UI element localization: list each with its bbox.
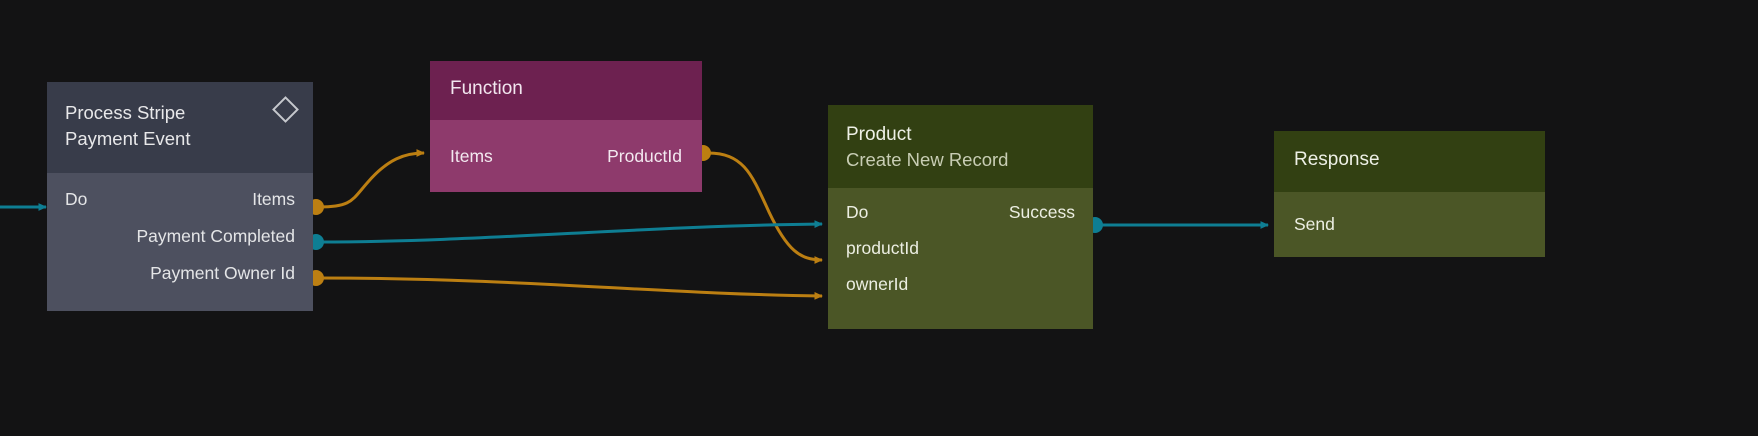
- node-function[interactable]: Function Items ProductId: [430, 61, 702, 192]
- input-port-label-ownerid[interactable]: ownerId: [846, 273, 909, 294]
- wire-process-items-to-function-items: [318, 149, 425, 209]
- node-header[interactable]: Function: [430, 61, 702, 120]
- port-row-ownerid[interactable]: ownerId: [846, 266, 1075, 302]
- node-header[interactable]: Process Stripe Payment Event: [47, 82, 313, 173]
- node-subtitle: Create New Record: [846, 149, 1009, 170]
- output-port-label-productid[interactable]: ProductId: [607, 145, 682, 166]
- wire-process-paymentcompleted-to-product-do: [318, 220, 823, 244]
- node-header[interactable]: Product Create New Record: [828, 105, 1093, 188]
- input-port-label-do[interactable]: Do: [846, 201, 869, 222]
- port-row-productid[interactable]: productId: [846, 230, 1075, 266]
- port-row-do-success[interactable]: Do Success: [846, 194, 1075, 230]
- port-row-items-productid[interactable]: Items ProductId: [450, 136, 682, 176]
- port-row-payment-owner-id[interactable]: Payment Owner Id: [65, 255, 295, 292]
- node-response[interactable]: Response Send: [1274, 131, 1545, 257]
- port-row-send[interactable]: Send: [1294, 205, 1525, 245]
- output-port-label-success[interactable]: Success: [1008, 201, 1075, 222]
- wire-function-productid-to-product-productid: [707, 151, 823, 264]
- node-body: Do Success productId ownerId: [828, 188, 1093, 329]
- diamond-icon: [272, 96, 299, 123]
- output-port-label-payment-owner-id[interactable]: Payment Owner Id: [150, 263, 295, 283]
- input-port-label-items[interactable]: Items: [450, 145, 493, 166]
- node-product[interactable]: Product Create New Record Do Success pro…: [828, 105, 1093, 329]
- node-process-stripe-payment-event[interactable]: Process Stripe Payment Event Do Items Pa…: [47, 82, 313, 311]
- node-body: Items ProductId: [430, 120, 702, 192]
- input-port-label-send[interactable]: Send: [1294, 214, 1335, 234]
- port-row-payment-completed[interactable]: Payment Completed: [65, 218, 295, 255]
- node-title: Function: [450, 78, 523, 99]
- node-title: Response: [1294, 149, 1380, 170]
- output-port-label-payment-completed[interactable]: Payment Completed: [136, 226, 295, 246]
- node-body: Send: [1274, 192, 1545, 257]
- input-port-label-productid[interactable]: productId: [846, 237, 919, 258]
- node-body: Do Items Payment Completed Payment Owner…: [47, 173, 313, 311]
- port-row-do-items[interactable]: Do Items: [65, 181, 295, 218]
- output-port-label-items[interactable]: Items: [252, 189, 295, 209]
- input-port-label-do[interactable]: Do: [65, 189, 88, 209]
- node-header[interactable]: Response: [1274, 131, 1545, 192]
- node-title: Process Stripe Payment Event: [65, 102, 191, 149]
- wire-process-paymentownerid-to-product-ownerid: [318, 276, 823, 300]
- node-title: Product: [846, 124, 912, 145]
